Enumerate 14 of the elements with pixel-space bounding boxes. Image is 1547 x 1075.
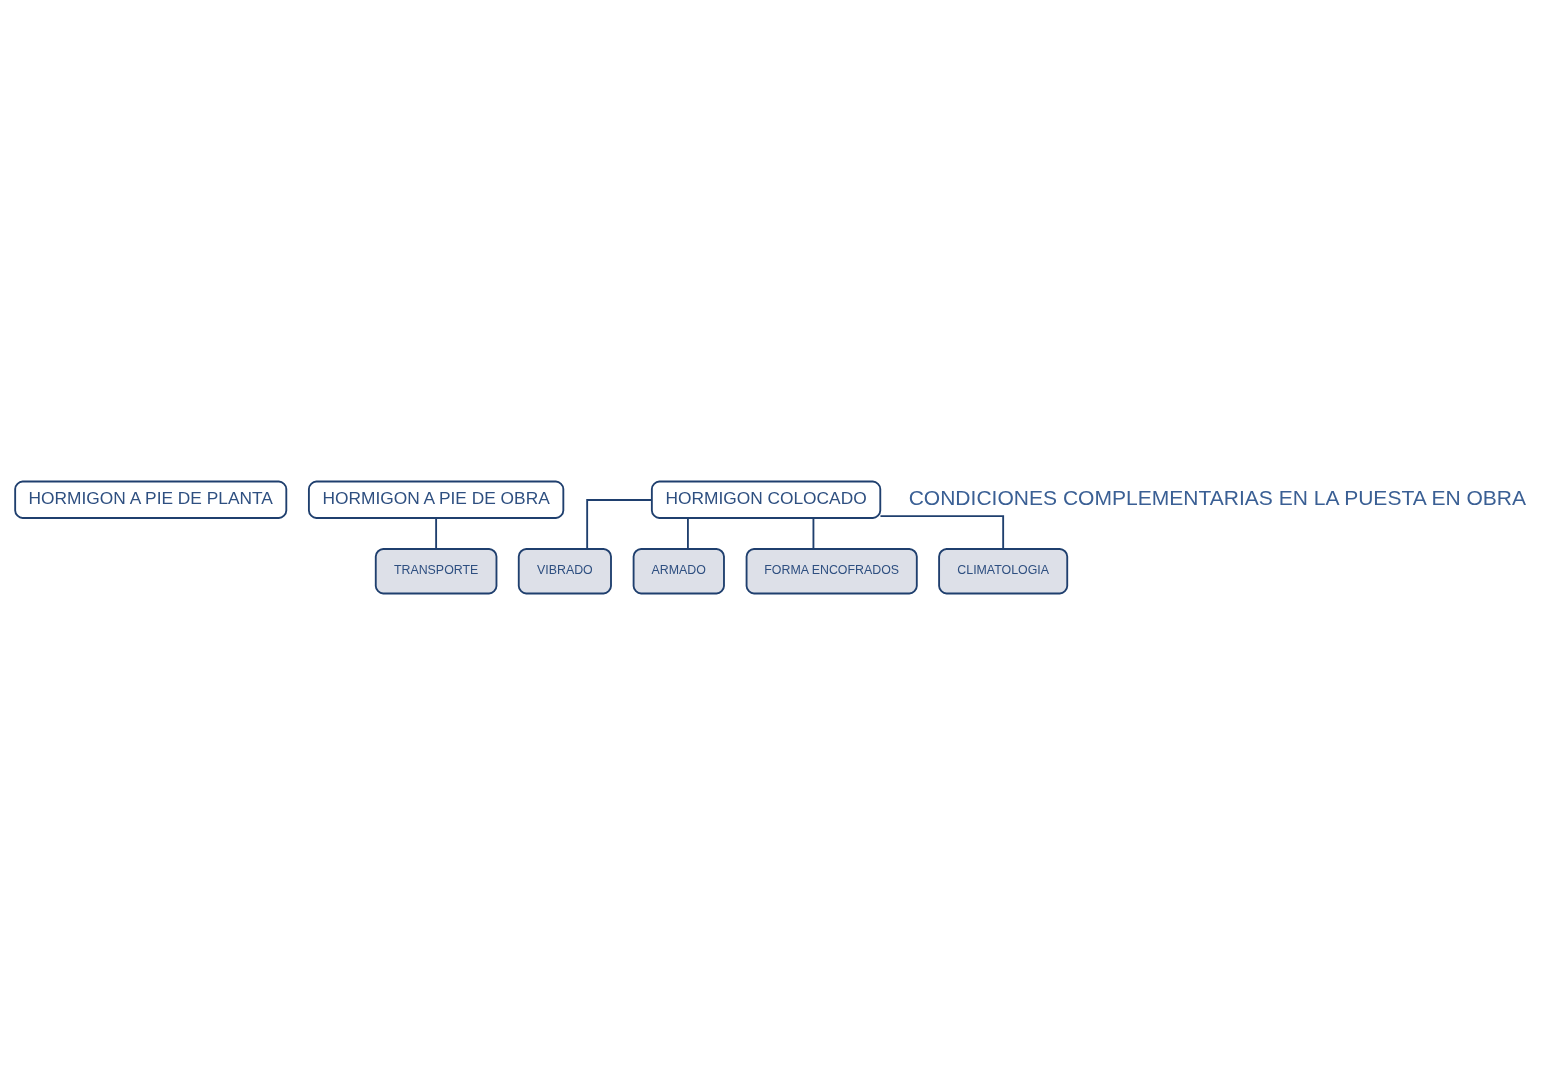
node-box: TRANSPORTE [374, 548, 498, 595]
connector [687, 517, 689, 550]
node-box: ARMADO [632, 548, 725, 595]
connector [879, 515, 1005, 550]
node-box: HORMIGON A PIE DE OBRA [307, 480, 565, 519]
connector [812, 517, 815, 550]
node-box: HORMIGON A PIE DE PLANTA [14, 480, 288, 519]
node-box: VIBRADO [517, 548, 612, 595]
node-box: FORMA ENCOFRADOS [745, 548, 918, 595]
label: CONDICIONES COMPLEMENTARIAS EN LA PUESTA EN OBRA [908, 486, 1527, 510]
node-box: CLIMATOLOGIA [938, 548, 1069, 595]
connector [586, 499, 653, 550]
connector [435, 517, 438, 550]
node-box: HORMIGON COLOCADO [650, 480, 882, 519]
